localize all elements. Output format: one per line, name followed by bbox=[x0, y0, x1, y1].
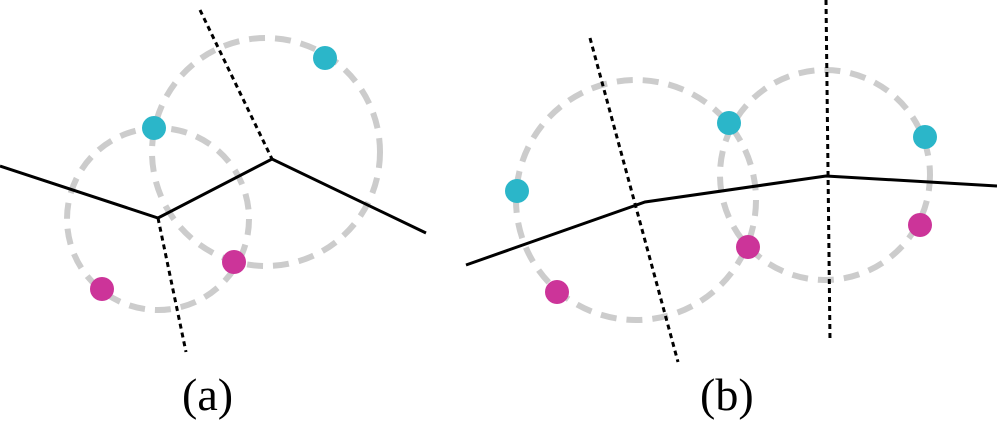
panel-b-site-cyan-right bbox=[913, 125, 937, 149]
panel-a-voronoi-edge-dotted-upper bbox=[198, 9, 274, 160]
panel-a-site-cyan-left bbox=[142, 116, 166, 140]
panel-a-site-magenta-right bbox=[222, 250, 246, 274]
panel-a-site-cyan-top bbox=[313, 46, 337, 70]
panel-b-site-magenta-middle bbox=[736, 235, 760, 259]
panel-b-circumcircle-right bbox=[717, 67, 933, 283]
panel-b-site-cyan-left bbox=[505, 179, 529, 203]
panel-b-site-magenta-right bbox=[908, 213, 932, 237]
panel-a-voronoi-edge-dotted-lower bbox=[156, 217, 188, 353]
panel-a-site-magenta-left bbox=[90, 277, 114, 301]
panel-b-voronoi-edge-dotted-right bbox=[824, 0, 832, 341]
panel-b-site-magenta-left bbox=[545, 280, 569, 304]
panel-a-voronoi-edge-solid bbox=[0, 157, 427, 235]
panel-b bbox=[465, 0, 997, 363]
panel-a bbox=[0, 9, 427, 353]
panel-a-circumcircle-large bbox=[149, 35, 383, 269]
panel-b-site-cyan-middle bbox=[717, 111, 741, 135]
panel-b-voronoi-edge-solid bbox=[465, 174, 997, 267]
panel-b-label: (b) bbox=[700, 369, 754, 420]
panel-b-voronoi-edge-dotted-left bbox=[588, 37, 680, 363]
panel-a-label: (a) bbox=[182, 369, 234, 420]
